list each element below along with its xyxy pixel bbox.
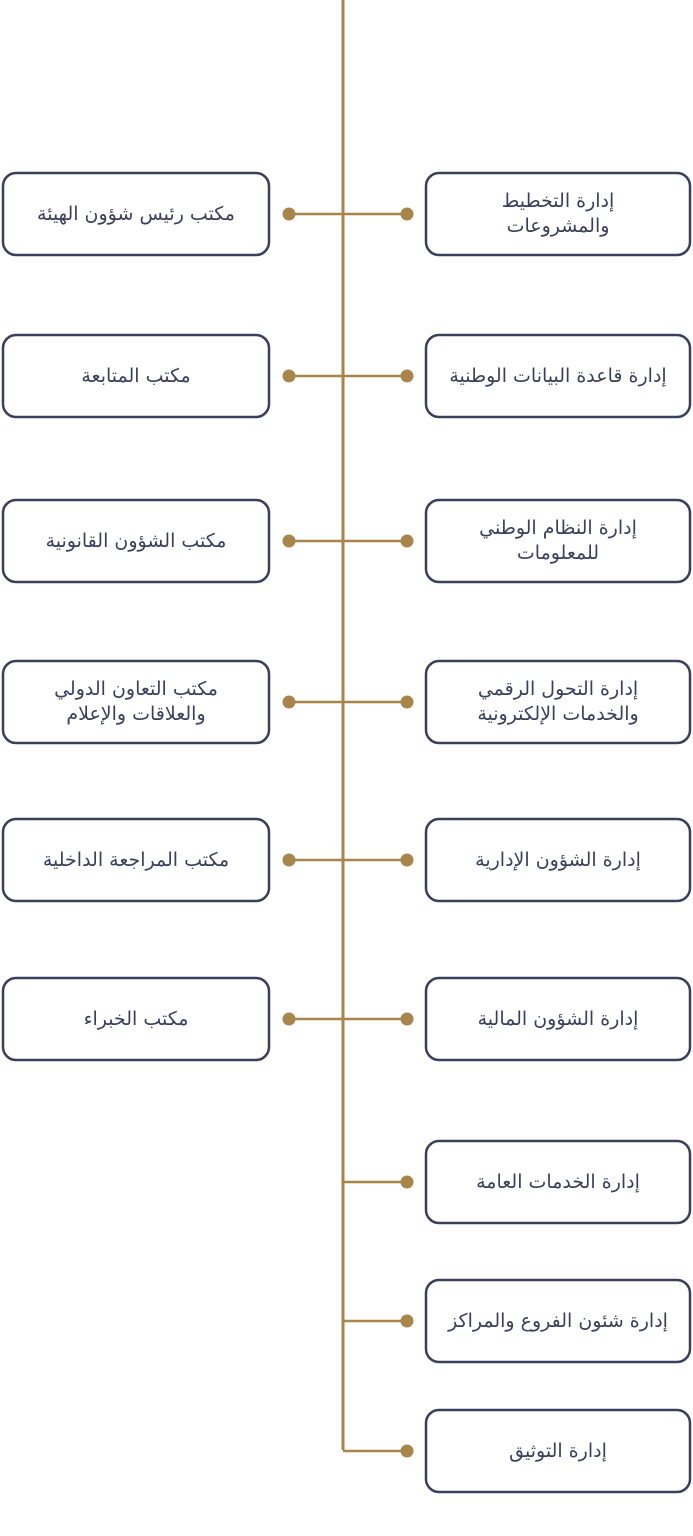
department-box (424, 333, 692, 419)
office-box-label: مكتب الخبراء (3, 978, 269, 1060)
office-box (1, 659, 271, 745)
left-connector-dot (282, 534, 296, 548)
right-connector-dot (400, 695, 414, 709)
right-connector-dot (400, 1444, 414, 1458)
box-label-text: إدارة التوثيق (509, 1439, 607, 1462)
right-connector-dot (400, 207, 414, 221)
office-box-label: مكتب التعاون الدولي والعلاقات والإعلام (3, 661, 269, 743)
left-connector-dot (282, 207, 296, 221)
office-box (1, 171, 271, 257)
box-label-text: إدارة الشؤون المالية (477, 1007, 639, 1030)
department-box (424, 498, 692, 584)
department-box (424, 1139, 692, 1225)
box-label-text: إدارة شئون الفروع والمراكز (448, 1309, 668, 1332)
department-box (424, 1278, 692, 1364)
department-box-label: إدارة شئون الفروع والمراكز (426, 1280, 690, 1362)
right-connector-dot (400, 369, 414, 383)
right-connector-dot (400, 1175, 414, 1189)
department-box (424, 817, 692, 903)
office-box (1, 498, 271, 584)
department-box-label: إدارة التحول الرقمي والخدمات الإلكترونية (426, 661, 690, 743)
office-box-label: مكتب المراجعة الداخلية (3, 819, 269, 901)
department-box-label: إدارة التخطيط والمشروعات (426, 173, 690, 255)
department-box-label: إدارة الشؤون الإدارية (426, 819, 690, 901)
department-box (424, 976, 692, 1062)
right-connector-dot (400, 1314, 414, 1328)
right-connector-dot (400, 534, 414, 548)
office-box (1, 976, 271, 1062)
box-label-text: مكتب المراجعة الداخلية (42, 848, 230, 871)
office-box (1, 333, 271, 419)
left-connector-dot (282, 1012, 296, 1026)
box-label-text: إدارة قاعدة البيانات الوطنية (449, 364, 667, 387)
box-label-text: إدارة التحول الرقمي والخدمات الإلكترونية (477, 678, 639, 725)
department-box-label: إدارة النظام الوطني للمعلومات (426, 500, 690, 582)
department-box (424, 171, 692, 257)
box-label-text: إدارة الشؤون الإدارية (475, 848, 641, 871)
department-box (424, 1408, 692, 1494)
department-box-label: إدارة الخدمات العامة (426, 1141, 690, 1223)
office-box (1, 817, 271, 903)
office-box-label: مكتب رئيس شؤون الهيئة (3, 173, 269, 255)
box-label-text: مكتب التعاون الدولي والعلاقات والإعلام (54, 678, 218, 725)
left-connector-dot (282, 369, 296, 383)
left-connector-dot (282, 695, 296, 709)
department-box-label: إدارة الشؤون المالية (426, 978, 690, 1060)
office-box-label: مكتب المتابعة (3, 335, 269, 417)
department-box-label: إدارة التوثيق (426, 1410, 690, 1492)
department-box-label: إدارة قاعدة البيانات الوطنية (426, 335, 690, 417)
box-label-text: مكتب رئيس شؤون الهيئة (37, 202, 235, 225)
box-label-text: مكتب المتابعة (81, 364, 191, 387)
left-connector-dot (282, 853, 296, 867)
box-label-text: إدارة النظام الوطني للمعلومات (479, 517, 637, 564)
department-box (424, 659, 692, 745)
box-label-text: إدارة الخدمات العامة (476, 1170, 640, 1193)
right-connector-dot (400, 853, 414, 867)
right-connector-dot (400, 1012, 414, 1026)
box-label-text: مكتب الشؤون القانونية (45, 529, 227, 552)
box-label-text: إدارة التخطيط والمشروعات (501, 190, 615, 237)
office-box-label: مكتب الشؤون القانونية (3, 500, 269, 582)
box-label-text: مكتب الخبراء (83, 1007, 189, 1030)
